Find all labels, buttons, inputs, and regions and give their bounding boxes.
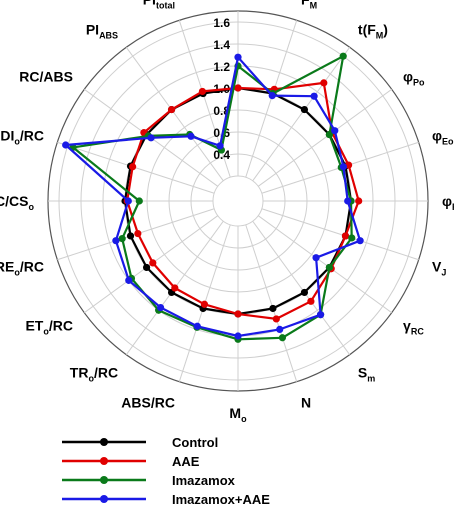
axis-label: t(FM) [358,21,388,40]
axis-label: TRo/RC [70,365,118,384]
axis-label: γRC [403,318,424,337]
tick-label: 0.4 [213,148,230,162]
legend-item: Imazamox [62,473,236,488]
data-point [307,297,315,305]
legend-item: AAE [62,454,200,469]
legend-label: Imazamox [172,473,236,488]
axis-label: N [301,395,311,411]
data-point [341,232,350,240]
tick-label: 1.4 [213,38,230,52]
axis-label: REo/RC [0,259,44,278]
series-line [71,55,353,341]
data-point [124,197,132,205]
data-point [268,92,276,100]
axis-label: Sm [358,365,375,384]
grid-spoke [245,224,298,382]
grid-spoke [252,220,351,356]
axis-label: VJ [432,259,446,278]
data-point [234,332,242,340]
data-point [269,304,277,313]
data-point [320,79,328,87]
data-point [62,141,70,149]
grid-spoke [252,46,351,182]
legend-marker [100,438,108,446]
data-point [198,87,207,96]
data-point [300,105,309,114]
series-imazamox-aae [62,53,364,340]
legend-label: Control [172,435,218,450]
legend-marker [100,457,108,465]
radial-tick-labels: 0.40.60.81.01.21.41.6 [213,16,230,162]
data-point [200,300,209,308]
data-point [339,52,347,60]
grid-spoke [125,46,224,182]
axis-label: φEo [432,127,454,146]
data-point [278,334,287,342]
data-point [147,134,155,142]
tick-label: 1.2 [213,60,230,74]
axis-label: ETo/RC [25,318,73,337]
legend-label: Imazamox+AAE [172,492,270,505]
data-point [325,130,334,139]
axis-label: PIABS [86,21,118,40]
data-point [118,235,126,243]
data-point [310,92,318,100]
axis-label: RC/ABS [19,68,73,84]
data-point [129,163,137,171]
data-point [112,237,120,245]
legend-item: Control [62,435,218,450]
data-point [331,127,339,135]
axis-label: φPo [403,68,425,87]
data-point [187,132,195,140]
data-point [276,325,284,333]
data-point [216,142,224,150]
grid-spoke [257,215,393,314]
legend-label: AAE [172,454,200,469]
data-point [344,197,352,205]
axis-label: RC/CSo [0,193,35,212]
grid-ring [212,175,264,227]
tick-label: 1.6 [213,16,230,30]
axis-label: FM [301,0,317,10]
data-point [125,276,133,284]
data-point [126,232,135,240]
axis-label: DIo/RC [0,127,44,146]
data-point [234,53,242,61]
data-point [355,197,363,205]
data-point [142,263,151,272]
data-point [348,234,356,242]
axis-labels: FOFMt(FM)φPoφEoφRoVJγRCSmNMoABS/RCTRo/RC… [0,0,454,424]
data-point [135,197,143,205]
data-point [312,254,320,262]
data-point [356,237,364,245]
axis-label: φRo [442,193,454,212]
data-point [234,84,242,92]
legend-marker [100,476,108,484]
data-point [325,263,334,272]
data-point [234,310,242,318]
data-series [62,52,364,343]
data-point [300,288,309,297]
data-point [134,229,142,238]
grid-spoke [257,88,393,187]
axis-label: PItotal [143,0,175,10]
axis-label: ABS/RC [121,395,175,411]
axis-label: Mo [229,405,247,424]
legend-marker [100,495,108,503]
data-point [193,322,201,330]
data-point [156,303,165,312]
legend-item: Imazamox+AAE [62,492,270,505]
data-point [272,315,280,323]
data-point [149,259,157,267]
data-point [339,163,347,171]
data-point [167,105,176,114]
grid-spoke [261,208,419,261]
data-point [316,311,325,319]
data-point [171,284,179,292]
